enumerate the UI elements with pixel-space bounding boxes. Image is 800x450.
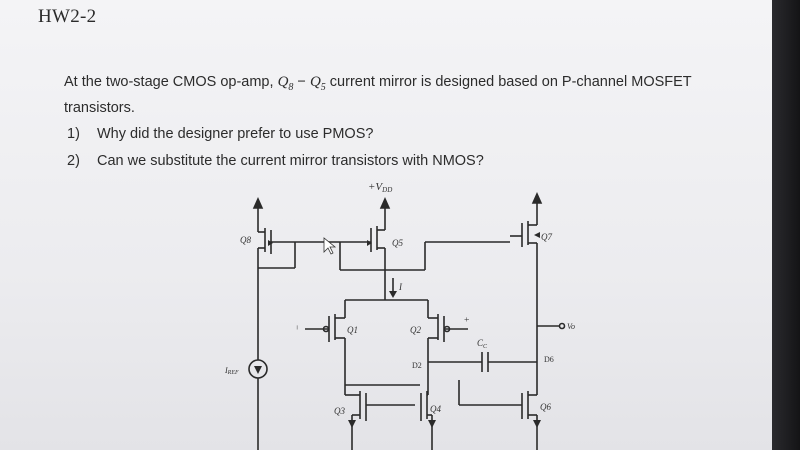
label-q1: Q1 [347, 325, 358, 335]
question-2: 2) Can we substitute the current mirror t… [67, 153, 484, 169]
label-cc: CC [477, 338, 488, 350]
label-q2: Q2 [410, 325, 421, 335]
screen-edge [772, 0, 800, 450]
label-d6: D6 [544, 355, 554, 364]
label-q7: Q7 [541, 232, 552, 242]
intro-text-rest: current mirror is designed based on P-ch… [64, 74, 692, 116]
label-iref: IREF [224, 366, 239, 376]
supply-label: +VDD [368, 181, 392, 194]
question-number: 2) [67, 153, 80, 169]
document-page: HW2-2 At the two-stage CMOS op-amp, Q8 −… [0, 0, 772, 450]
page-title: HW2-2 [38, 6, 97, 27]
question-1: 1) Why did the designer prefer to use PMO… [67, 126, 373, 142]
intro-text: At the two-stage CMOS op-amp, [64, 74, 278, 90]
transistor-q5: Q5 [309, 74, 326, 93]
label-q6: Q6 [540, 402, 551, 412]
label-q4: Q4 [430, 404, 441, 414]
label-q5: Q5 [392, 238, 403, 248]
label-q3: Q3 [334, 406, 345, 416]
dash: − [293, 74, 310, 90]
question-text: Why did the designer prefer to use PMOS? [97, 126, 374, 142]
label-current: I [398, 282, 403, 292]
label-vo: Vo [567, 322, 575, 331]
op-amp-circuit-diagram: +VDD Q8 Q5 Q7 I Q1 Q2 − + CC D2 D6 Vo IR… [224, 181, 575, 450]
label-d2: D2 [412, 361, 422, 370]
label-q8: Q8 [240, 235, 251, 245]
minus-sign: − [292, 325, 302, 330]
question-number: 1) [67, 126, 80, 142]
plus-sign: + [462, 317, 472, 322]
problem-statement: At the two-stage CMOS op-amp, Q8 − Q5 cu… [64, 72, 734, 118]
transistor-q8: Q8 [277, 74, 294, 93]
question-text: Can we substitute the current mirror tra… [97, 153, 484, 169]
